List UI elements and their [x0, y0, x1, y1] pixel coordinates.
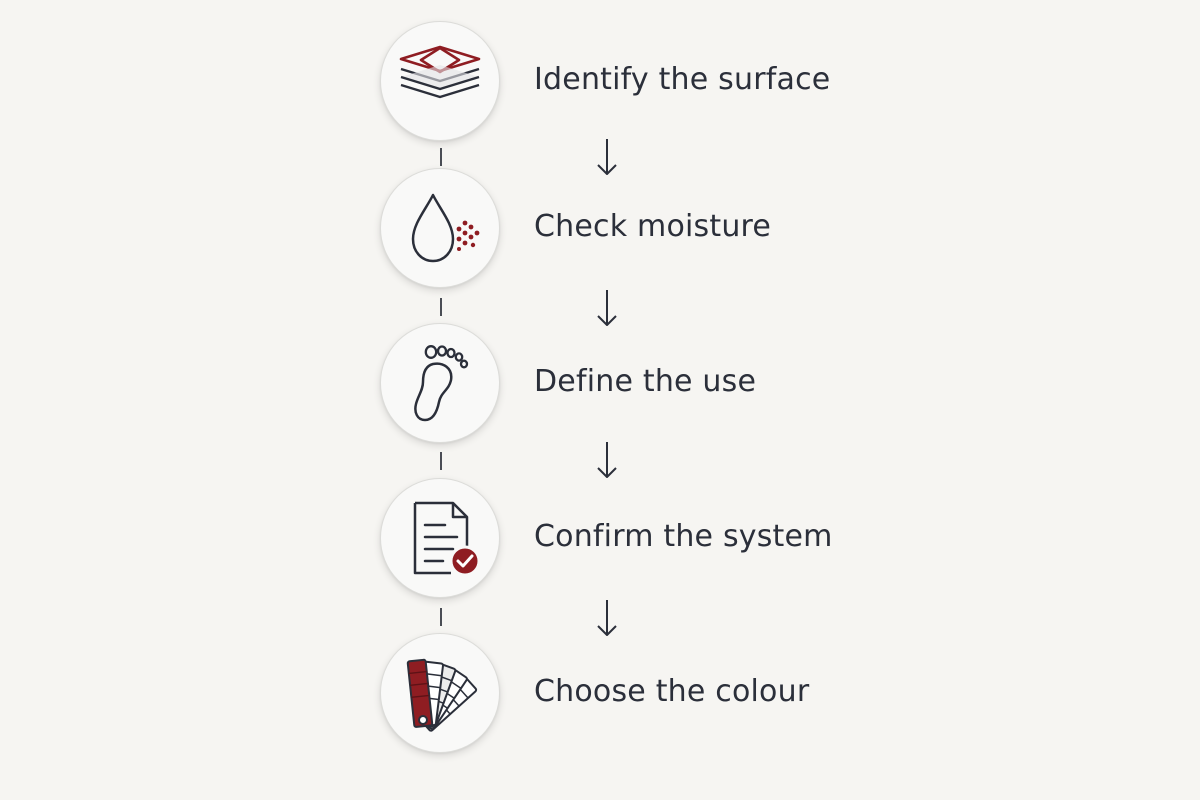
step-identify-surface: Identify the surface: [380, 21, 880, 143]
document-check-icon: [413, 501, 481, 577]
step-icon-circle: [380, 168, 500, 288]
step-label: Identify the surface: [534, 62, 831, 97]
step-confirm-system: Confirm the system: [380, 478, 880, 600]
water-drop-icon: [411, 193, 480, 263]
arrow-down-icon: [597, 442, 617, 478]
step-icon-circle: [380, 478, 500, 598]
step-icon-circle: [380, 323, 500, 443]
color-swatch-icon: [406, 658, 478, 732]
connector-line: [440, 452, 442, 470]
step-label: Choose the colour: [534, 674, 810, 709]
step-define-use: Define the use: [380, 323, 880, 445]
connector-line: [440, 298, 442, 316]
connector-line: [440, 608, 442, 626]
arrow-down-icon: [597, 290, 617, 326]
step-choose-colour: Choose the colour: [380, 633, 880, 755]
step-label: Confirm the system: [534, 519, 833, 554]
footprint-icon: [414, 345, 469, 422]
arrow-down-icon: [597, 139, 617, 175]
step-icon-circle: [380, 633, 500, 753]
step-label: Check moisture: [534, 209, 772, 244]
step-icon-circle: [380, 21, 500, 141]
connector-line: [440, 148, 442, 166]
arrow-down-icon: [597, 600, 617, 636]
step-check-moisture: Check moisture: [380, 168, 880, 290]
layers-icon: [399, 45, 481, 99]
step-label: Define the use: [534, 364, 757, 399]
